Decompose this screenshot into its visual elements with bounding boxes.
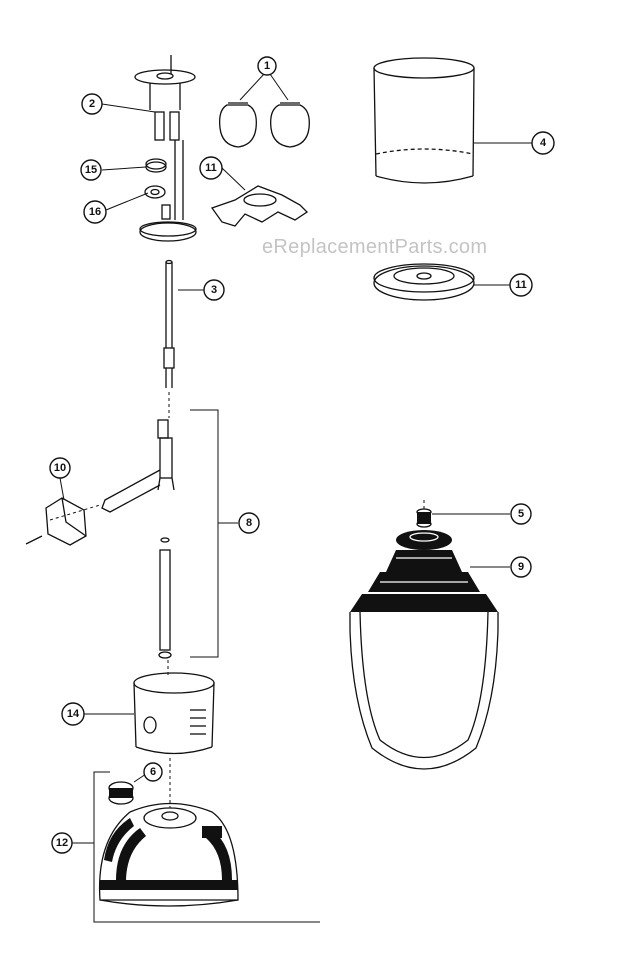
ventilator-part <box>373 263 475 301</box>
washer-part <box>144 185 166 199</box>
bracket-part-12 <box>72 771 320 923</box>
valve-assembly-part <box>101 419 175 659</box>
mantle-clip-part <box>210 185 309 227</box>
bracket-part-8 <box>190 409 238 658</box>
assembly-guide-lines <box>49 392 425 808</box>
callout-16: 16 <box>83 200 107 224</box>
fount-part <box>98 802 239 907</box>
mantle-part-right <box>270 102 310 148</box>
svg-text:15: 15 <box>85 164 97 176</box>
valve-knob-part <box>25 497 87 546</box>
callout-12: 12 <box>51 832 73 854</box>
svg-text:3: 3 <box>211 284 217 296</box>
svg-text:2: 2 <box>89 98 95 110</box>
svg-text:9: 9 <box>518 561 524 573</box>
svg-text:6: 6 <box>150 766 156 778</box>
callout-11-lower: 11 <box>509 273 533 297</box>
svg-text:1: 1 <box>264 60 270 72</box>
svg-text:10: 10 <box>54 462 66 474</box>
svg-text:4: 4 <box>540 137 547 149</box>
svg-text:11: 11 <box>205 162 217 174</box>
callout-8: 8 <box>238 512 260 534</box>
burner-frame-part <box>134 55 197 242</box>
svg-text:8: 8 <box>246 517 252 529</box>
callout-11-upper: 11 <box>199 156 223 180</box>
svg-text:14: 14 <box>67 708 80 720</box>
callout-9: 9 <box>510 556 532 578</box>
svg-text:5: 5 <box>518 508 524 520</box>
mantle-part-left <box>219 102 257 148</box>
svg-text:11: 11 <box>515 279 527 291</box>
collar-part <box>133 672 215 755</box>
watermark-text: eReplacementParts.com <box>262 236 488 258</box>
callout-1: 1 <box>257 56 277 76</box>
callout-2: 2 <box>81 93 103 115</box>
ventilator-nut-part <box>416 508 432 528</box>
filler-cap-part <box>108 781 134 805</box>
nut-part <box>145 158 167 173</box>
callout-15: 15 <box>80 159 102 181</box>
generator-part <box>163 259 175 388</box>
globe-part <box>373 57 475 184</box>
callout-10: 10 <box>49 457 71 479</box>
hood-and-bail-part <box>349 530 499 770</box>
callout-3: 3 <box>203 279 225 301</box>
svg-text:12: 12 <box>56 837 68 849</box>
leader-lines <box>59 73 532 783</box>
svg-text:16: 16 <box>89 206 101 218</box>
callout-4: 4 <box>531 131 555 155</box>
callout-6: 6 <box>143 762 163 782</box>
callout-14: 14 <box>61 702 85 726</box>
callout-5: 5 <box>510 503 532 525</box>
